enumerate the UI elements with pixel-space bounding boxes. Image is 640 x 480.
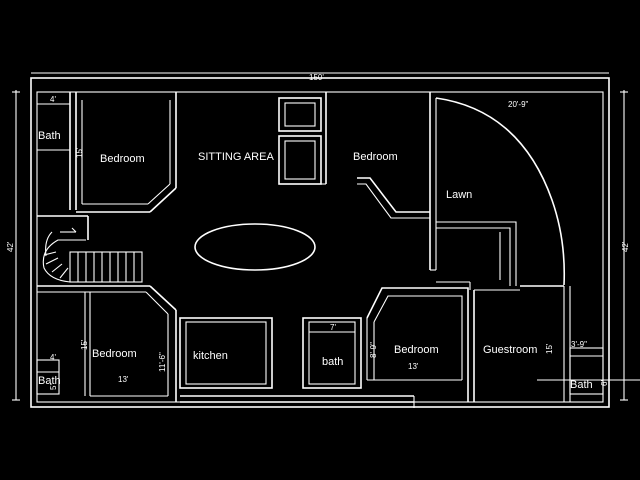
dim-bath-bottom-right-width: 3'-9": [571, 340, 587, 349]
dim-guestroom-depth: 15': [545, 343, 554, 354]
room-label-lawn: Lawn: [446, 189, 472, 201]
dim-overall-width: 150': [309, 73, 324, 82]
room-label-sitting-area: SITTING AREA: [198, 151, 274, 163]
top-right-bedroom: [325, 92, 437, 270]
dim-bath-bottom-right-depth: 6': [600, 380, 609, 386]
dim-bedroom-bottom-center-width: 13': [408, 362, 419, 371]
bottom-center-bedroom: [366, 269, 471, 402]
dimension-lines: [12, 72, 640, 401]
room-label-guestroom: Guestroom: [483, 344, 537, 356]
guestroom: [473, 289, 520, 402]
dim-bedroom-bottom-left-width: 13': [118, 375, 129, 384]
dim-overall-depth-right: 42': [621, 241, 630, 252]
dim-bath-bottom-left-width: 4': [50, 353, 56, 362]
bottom-left-rooms: [36, 285, 177, 402]
top-left-rooms: [37, 92, 177, 213]
dim-bath-top-left-width: 4': [50, 95, 56, 104]
oval-table: [194, 223, 316, 271]
dim-overall-depth-left: 42': [6, 241, 15, 252]
bottom-right-bath: [569, 347, 604, 395]
center-bath: [302, 317, 362, 389]
dim-bedroom-bottom-left-depth: 15': [80, 339, 89, 350]
room-label-bedroom-top-left: Bedroom: [100, 153, 145, 165]
dim-bath-bottom-left-depth: 5': [49, 384, 58, 390]
kitchen: [179, 317, 415, 408]
dim-bedroom-bottom-center-depth: 8'-9": [369, 342, 378, 358]
dim-bedroom-top-left-depth: 15': [75, 147, 84, 158]
room-label-bath-bottom-right: Bath: [570, 379, 593, 391]
room-label-bath-top-left: Bath: [38, 130, 61, 142]
room-label-bath-center: bath: [322, 356, 343, 368]
staircase: [37, 215, 143, 283]
dim-lawn-width: 20'-9": [508, 100, 529, 109]
room-label-bath-bottom-left: Bath: [38, 375, 61, 387]
room-label-bedroom-bottom-left: Bedroom: [92, 348, 137, 360]
dim-bath-center-width: 7': [330, 323, 336, 332]
room-label-kitchen: kitchen: [193, 350, 228, 362]
room-label-bedroom-bottom-center: Bedroom: [394, 344, 439, 356]
room-label-bedroom-top-right: Bedroom: [353, 151, 398, 163]
lawn: [435, 97, 571, 402]
central-cupboards: [278, 97, 326, 185]
dim-kitchen-depth: 11'-6": [158, 352, 167, 372]
